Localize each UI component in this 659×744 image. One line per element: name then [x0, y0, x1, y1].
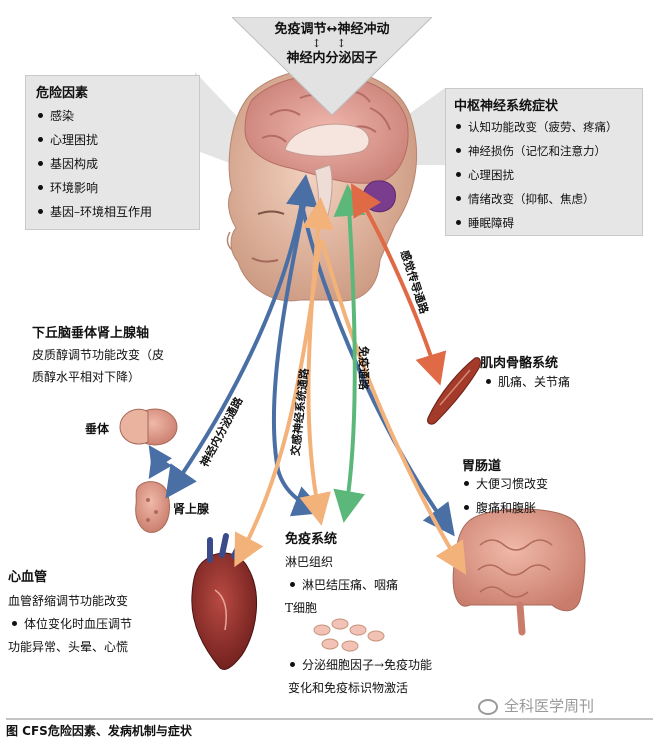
adrenal-label: 肾上腺	[173, 502, 210, 516]
cardio-item-line-1: 体位变化时血压调节	[10, 612, 132, 636]
immune-item-line-1: 分泌细胞因子→免疫功能	[288, 653, 432, 677]
intestine-illustration	[452, 508, 586, 636]
pathway-arrow-to-heart	[234, 239, 322, 568]
risk-item: 感染	[36, 104, 189, 128]
pathway-arrow-to-immune	[271, 199, 326, 517]
watermark: 全科医学周刊	[478, 695, 594, 716]
cns-item: 情绪改变（抑郁、焦虑）	[454, 187, 634, 211]
neuroendocrine-pathway-arrow	[165, 174, 318, 499]
sympathetic-pathway-arrow	[299, 197, 334, 526]
top-triangle	[232, 17, 432, 116]
musculoskeletal-title: 肌肉骨骼系统	[480, 356, 559, 371]
risk-item: 心理困扰	[36, 128, 189, 152]
hpa-feedback-arrow	[148, 445, 172, 479]
gut-item: 腹痛和腹胀	[462, 496, 536, 520]
adrenal-illustration	[135, 481, 170, 533]
lymph-tissue-label: 淋巴组织	[285, 555, 334, 569]
immune-item-line-2: 变化和免疫标识物激活	[288, 681, 409, 695]
top-summary: 免疫调节↔神经冲动 ↕ ↕ 神经内分泌因子	[232, 20, 432, 68]
hpa-title: 下丘脑垂体肾上腺轴	[32, 326, 150, 341]
cns-item: 神经损伤（记忆和注意力）	[454, 139, 634, 163]
t-cells-illustration	[313, 618, 385, 652]
cns-item: 认知功能改变（疲劳、疼痛）	[454, 115, 634, 139]
top-line-1: 免疫调节↔神经冲动	[274, 22, 390, 37]
risk-factors-box: 危险因素 感染 心理困扰 基因构成 环境影响 基因–环境相互作用	[25, 75, 200, 230]
cardio-line-1: 血管舒缩调节功能改变	[8, 594, 129, 608]
top-double-arrows: ↕ ↕	[312, 37, 352, 50]
hpa-line-2: 质醇水平相对下降）	[32, 370, 141, 384]
cns-symptoms-box: 中枢神经系统症状 认知功能改变（疲劳、疼痛） 神经损伤（记忆和注意力） 心理困扰…	[445, 88, 643, 236]
pituitary-label: 垂体	[85, 422, 110, 436]
cns-symptoms-title: 中枢神经系统症状	[454, 99, 559, 114]
cardio-item-line-2: 功能异常、头晕、心慌	[8, 640, 129, 654]
t-cell-label: T细胞	[285, 601, 318, 615]
gut-title: 胃肠道	[462, 459, 502, 474]
cardio-title: 心血管	[8, 570, 48, 585]
hpa-line-1: 皮质醇调节功能改变（皮	[32, 348, 165, 362]
risk-item: 基因–环境相互作用	[36, 200, 189, 224]
heart-illustration	[191, 533, 258, 670]
immune-pathway-label: 免疫通路	[357, 346, 370, 390]
cns-item: 睡眠障碍	[454, 211, 634, 235]
risk-factors-title: 危险因素	[36, 86, 89, 101]
pituitary-illustration	[119, 408, 178, 446]
wechat-icon	[478, 698, 498, 715]
figure-caption: 图 CFS危险因素、发病机制与症状	[6, 724, 192, 738]
sensory-pathway-arrow	[350, 183, 447, 386]
top-line-2: 神经内分泌因子	[286, 51, 378, 66]
risk-item: 基因构成	[36, 152, 189, 176]
musculoskeletal-item: 肌痛、关节痛	[484, 370, 570, 394]
immune-title: 免疫系统	[285, 532, 338, 547]
muscle-illustration	[427, 357, 481, 425]
risk-item: 环境影响	[36, 176, 189, 200]
cns-item: 心理困扰	[454, 163, 634, 187]
gut-item: 大便习惯改变	[462, 472, 548, 496]
lymph-item: 淋巴结压痛、咽痛	[288, 573, 398, 597]
